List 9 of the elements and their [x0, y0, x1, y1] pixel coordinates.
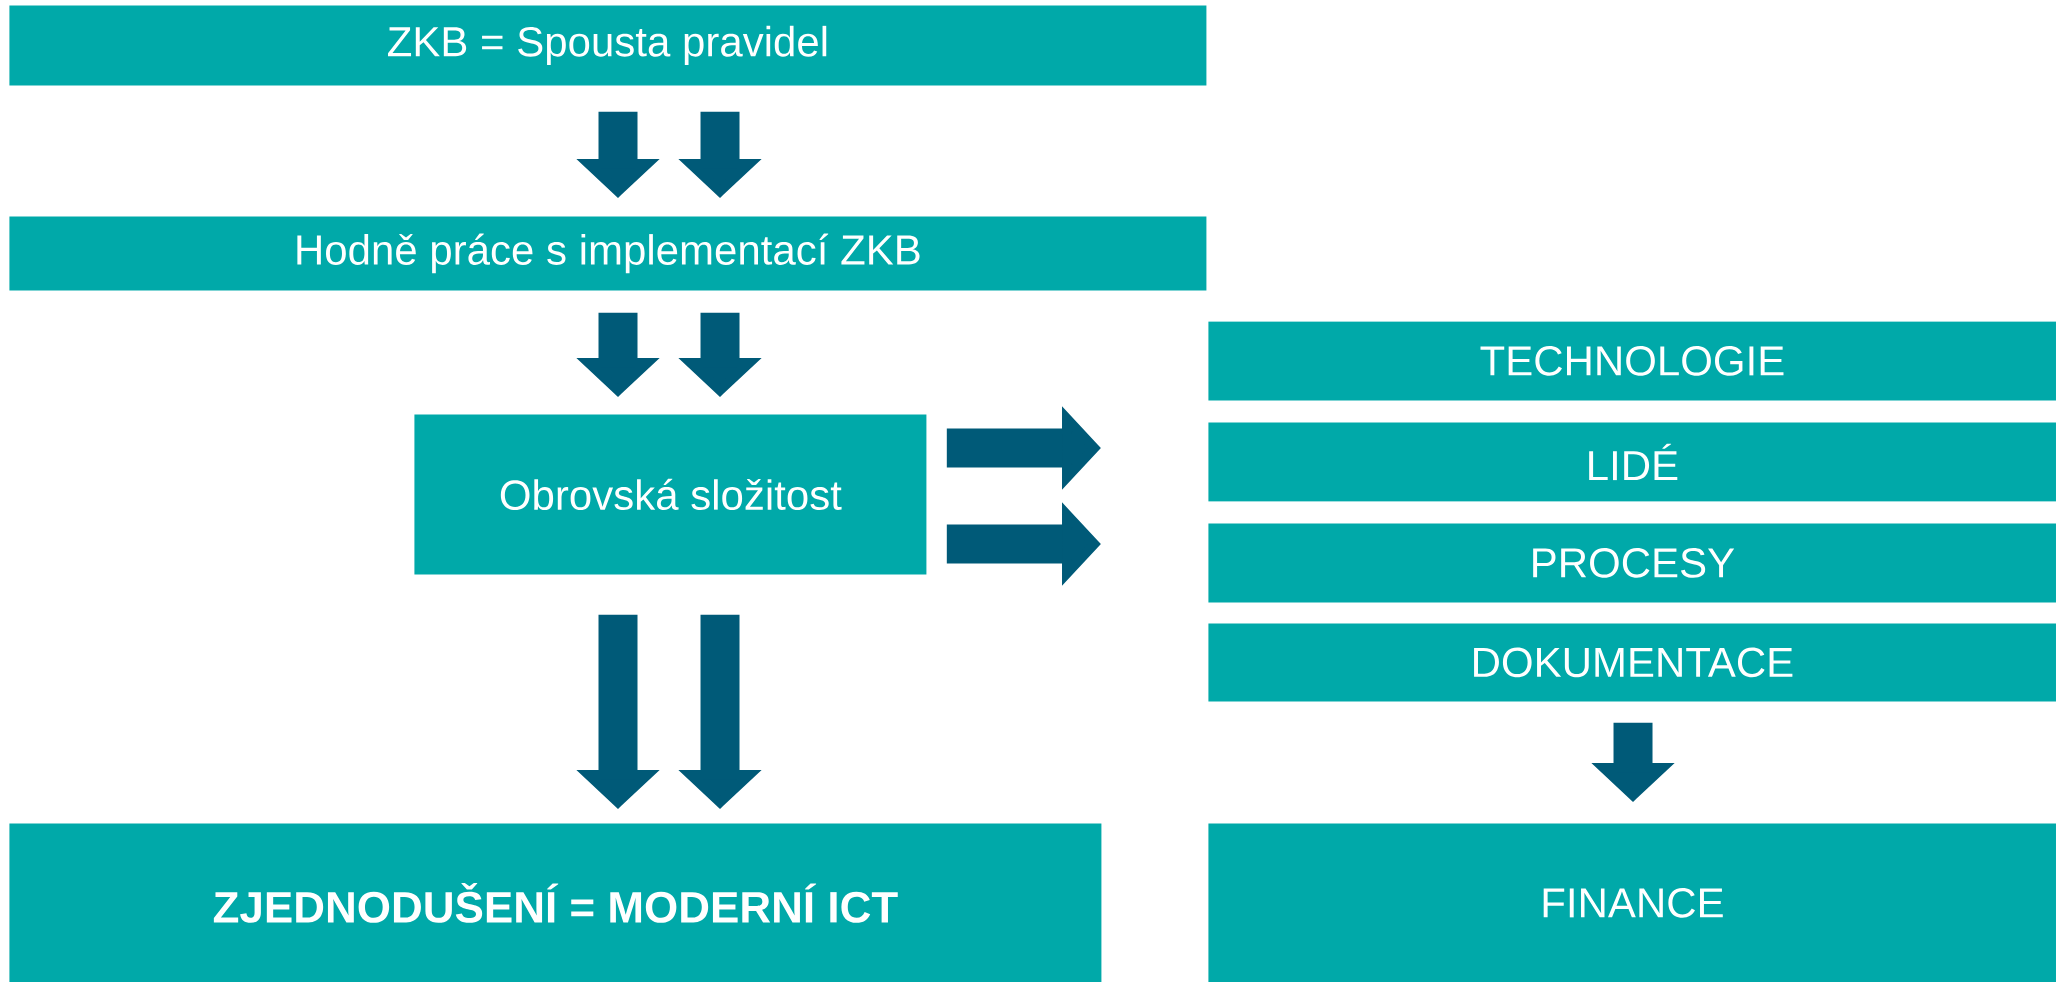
- process-box: Hodně práce s implementací ZKB: [9, 216, 1207, 291]
- process-box: Obrovská složitost: [414, 414, 927, 575]
- process-box: DOKUMENTACE: [1208, 623, 2056, 702]
- process-box: FINANCE: [1208, 823, 2056, 982]
- process-box: ZJEDNODUŠENÍ = MODERNÍ ICT: [9, 823, 1102, 982]
- process-box: PROCESY: [1208, 523, 2056, 603]
- process-box: TECHNOLOGIE: [1208, 321, 2056, 401]
- process-box: ZKB = Spousta pravidel: [9, 5, 1207, 86]
- process-box: LIDÉ: [1208, 422, 2056, 502]
